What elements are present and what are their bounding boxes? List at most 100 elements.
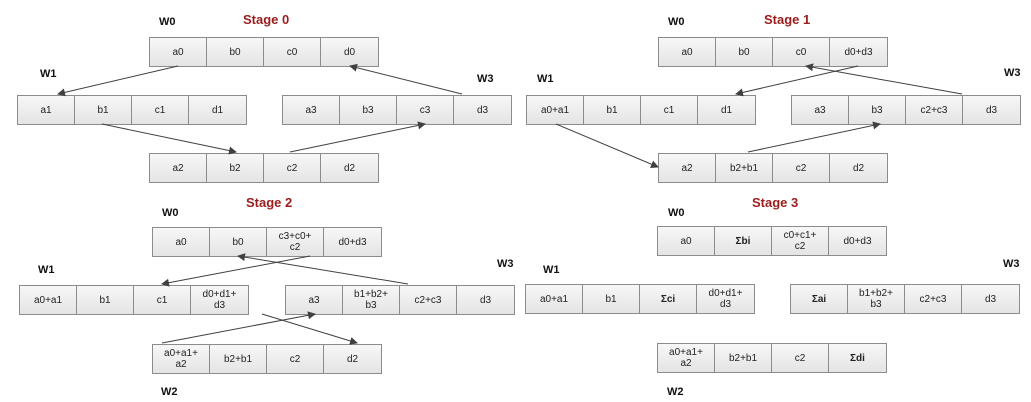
- stage-1-title: Stage 1: [764, 12, 811, 27]
- cell: a0+a1: [20, 286, 77, 314]
- cell: a0: [153, 228, 210, 256]
- cell: d3: [962, 285, 1019, 313]
- cell: a0+a1: [526, 285, 583, 313]
- stage-3-title: Stage 3: [752, 195, 799, 210]
- stage-0-title: Stage 0: [243, 12, 290, 27]
- arrow: [237, 253, 409, 285]
- stage-1-w3-label: W3: [1004, 67, 1021, 79]
- cell: b1+b2+ b3: [343, 286, 400, 314]
- stage-1-w3-row: a3 b3 c2+c3 d3: [791, 95, 1021, 125]
- stage-3-w0-row: a0 Σbi c0+c1+ c2 d0+d3: [657, 226, 887, 256]
- stage-1-w1-row: a0+a1 b1 c1 d1: [526, 95, 756, 125]
- stage-0-w1-label: W1: [40, 68, 57, 80]
- cell: b1: [75, 96, 132, 124]
- stage-0-w3-row: a3 b3 c3 d3: [282, 95, 512, 125]
- stage-3-w3-row: Σai b1+b2+ b3 c2+c3 d3: [790, 284, 1020, 314]
- cell: d0+d1+ d3: [191, 286, 248, 314]
- stage-2-w2-label: W2: [161, 386, 178, 398]
- cell: c2+c3: [400, 286, 457, 314]
- cell: d0: [321, 38, 378, 66]
- cell: Σbi: [715, 227, 772, 255]
- cell: a2: [150, 154, 207, 182]
- cell: b1+b2+ b3: [848, 285, 905, 313]
- cell: c2: [772, 344, 829, 372]
- arrow: [261, 313, 358, 345]
- cell: d1: [698, 96, 755, 124]
- cell: c2+c3: [905, 285, 962, 313]
- cell: c3+c0+ c2: [267, 228, 324, 256]
- cell: d3: [454, 96, 511, 124]
- cell: b1: [584, 96, 641, 124]
- cell: a0+a1+ a2: [153, 345, 210, 373]
- cell: b0: [716, 38, 773, 66]
- arrow: [805, 63, 963, 95]
- stage-3-w1-label: W1: [543, 264, 560, 276]
- cell: c0: [264, 38, 321, 66]
- cell: c0: [773, 38, 830, 66]
- cell: a3: [792, 96, 849, 124]
- stage-0-w0-label: W0: [159, 16, 176, 28]
- stage-2-w3-row: a3 b1+b2+ b3 c2+c3 d3: [285, 285, 515, 315]
- stage-1-w0-label: W0: [668, 16, 685, 28]
- stage-2-w3-label: W3: [497, 258, 514, 270]
- cell: b0: [207, 38, 264, 66]
- cell: c1: [641, 96, 698, 124]
- cell: b2: [207, 154, 264, 182]
- cell: d1: [189, 96, 246, 124]
- arrow: [101, 123, 237, 155]
- cell: a0: [658, 227, 715, 255]
- arrow: [349, 63, 463, 95]
- cell: Σci: [640, 285, 697, 313]
- stage-1-w0-row: a0 b0 c0 d0+d3: [658, 37, 888, 67]
- arrow: [289, 121, 426, 153]
- stage-3-w0-label: W0: [668, 207, 685, 219]
- cell: d2: [321, 154, 378, 182]
- arrow: [161, 255, 311, 287]
- arrow: [735, 65, 859, 97]
- cell: d3: [963, 96, 1020, 124]
- cell: b0: [210, 228, 267, 256]
- stage-2-w1-row: a0+a1 b1 c1 d0+d1+ d3: [19, 285, 249, 315]
- cell: b3: [340, 96, 397, 124]
- stage-2-w1-label: W1: [38, 264, 55, 276]
- cell: a0: [150, 38, 207, 66]
- stage-3-w3-label: W3: [1003, 258, 1020, 270]
- cell: a3: [283, 96, 340, 124]
- cell: b2+b1: [716, 154, 773, 182]
- stage-1-w2-row: a2 b2+b1 c2 d2: [658, 153, 888, 183]
- cell: d2: [324, 345, 381, 373]
- arrow: [747, 121, 881, 153]
- cell: c0+c1+ c2: [772, 227, 829, 255]
- cell: a0: [659, 38, 716, 66]
- stage-1-w1-label: W1: [537, 73, 554, 85]
- stage-0-w2-row: a2 b2 c2 d2: [149, 153, 379, 183]
- arrow: [555, 123, 659, 168]
- cell: b3: [849, 96, 906, 124]
- stage-2-title: Stage 2: [246, 195, 293, 210]
- cell: d0+d3: [829, 227, 886, 255]
- cell: c2+c3: [906, 96, 963, 124]
- cell: c1: [132, 96, 189, 124]
- stage-0-w1-row: a1 b1 c1 d1: [17, 95, 247, 125]
- cell: c3: [397, 96, 454, 124]
- cell: d0+d3: [830, 38, 887, 66]
- cell: a3: [286, 286, 343, 314]
- stage-2-w0-label: W0: [162, 207, 179, 219]
- cell: d3: [457, 286, 514, 314]
- arrow: [161, 311, 316, 344]
- cell: a0+a1+ a2: [658, 344, 715, 372]
- cell: b2+b1: [715, 344, 772, 372]
- arrow: [57, 65, 179, 97]
- cell: d2: [830, 154, 887, 182]
- cell: c1: [134, 286, 191, 314]
- stage-2-w0-row: a0 b0 c3+c0+ c2 d0+d3: [152, 227, 382, 257]
- cell: Σai: [791, 285, 848, 313]
- cell: b1: [77, 286, 134, 314]
- stage-3-w2-row: a0+a1+ a2 b2+b1 c2 Σdi: [657, 343, 887, 373]
- cell: d0+d1+ d3: [697, 285, 754, 313]
- cell: a2: [659, 154, 716, 182]
- cell: a0+a1: [527, 96, 584, 124]
- stage-0-w0-row: a0 b0 c0 d0: [149, 37, 379, 67]
- cell: c2: [267, 345, 324, 373]
- stage-0-w3-label: W3: [477, 73, 494, 85]
